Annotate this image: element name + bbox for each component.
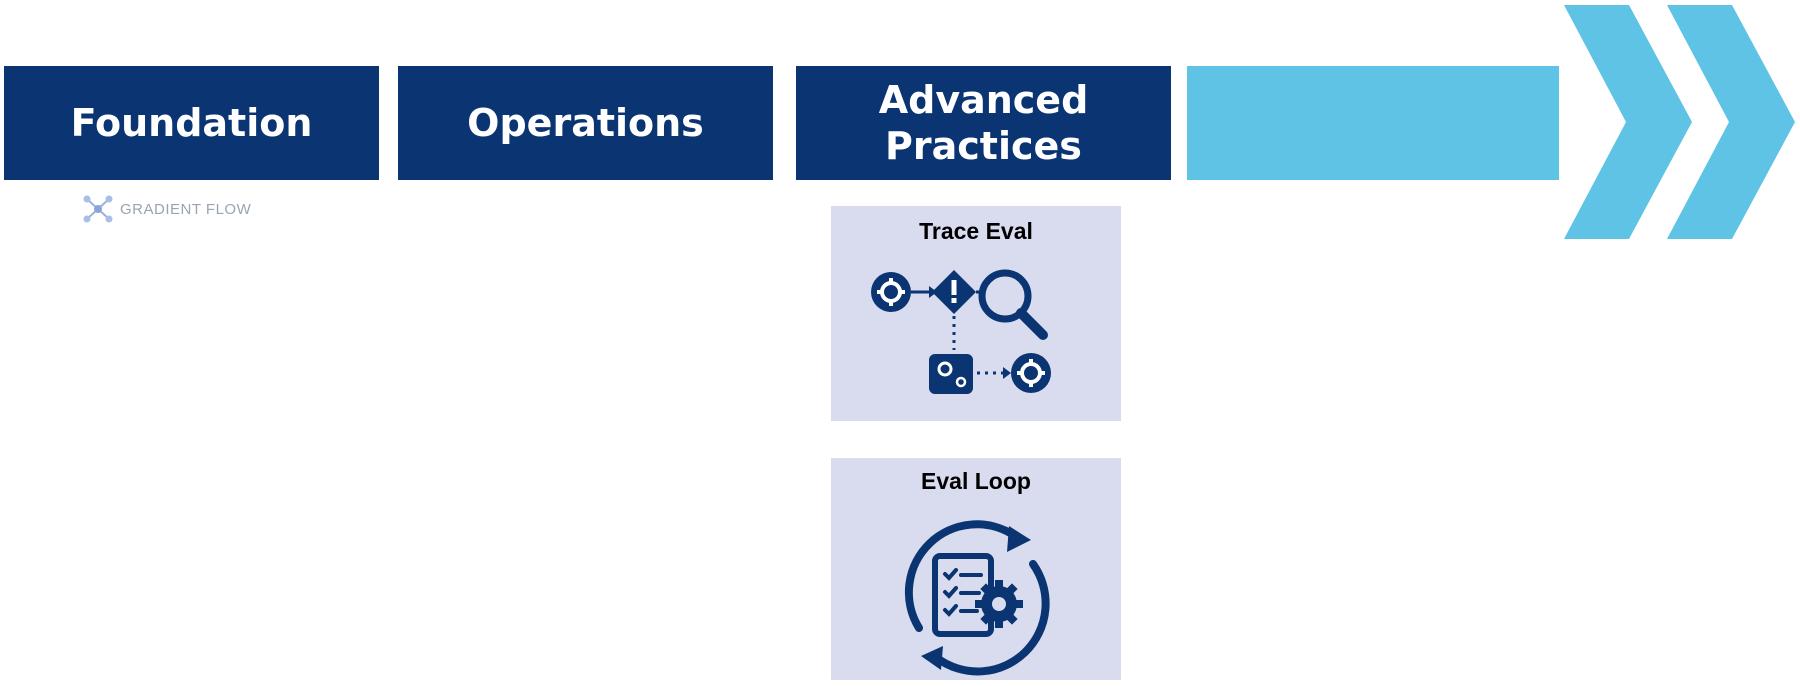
trace-eval-flow-icon <box>871 269 1051 394</box>
chevron-2 <box>1667 5 1795 239</box>
stage-foundation: Foundation <box>4 66 379 180</box>
chevron-1 <box>1564 5 1692 239</box>
card-title: Trace Eval <box>919 218 1033 244</box>
stage-next-empty <box>1187 66 1559 180</box>
brand-text: GRADIENT FLOW <box>120 200 252 218</box>
card-eval-loop: Eval Loop <box>831 458 1121 680</box>
eval-loop-checklist-gear-icon <box>904 520 1050 676</box>
brand-logo: GRADIENT FLOW <box>82 193 251 225</box>
stage-operations: Operations <box>398 66 773 180</box>
double-chevron-arrow-icon <box>1564 5 1795 239</box>
stage-advanced-practices: Advanced Practices <box>796 66 1171 180</box>
gradient-flow-logo-icon <box>83 195 113 223</box>
card-trace-eval: Trace Eval <box>831 206 1121 421</box>
card-title: Eval Loop <box>921 468 1031 494</box>
